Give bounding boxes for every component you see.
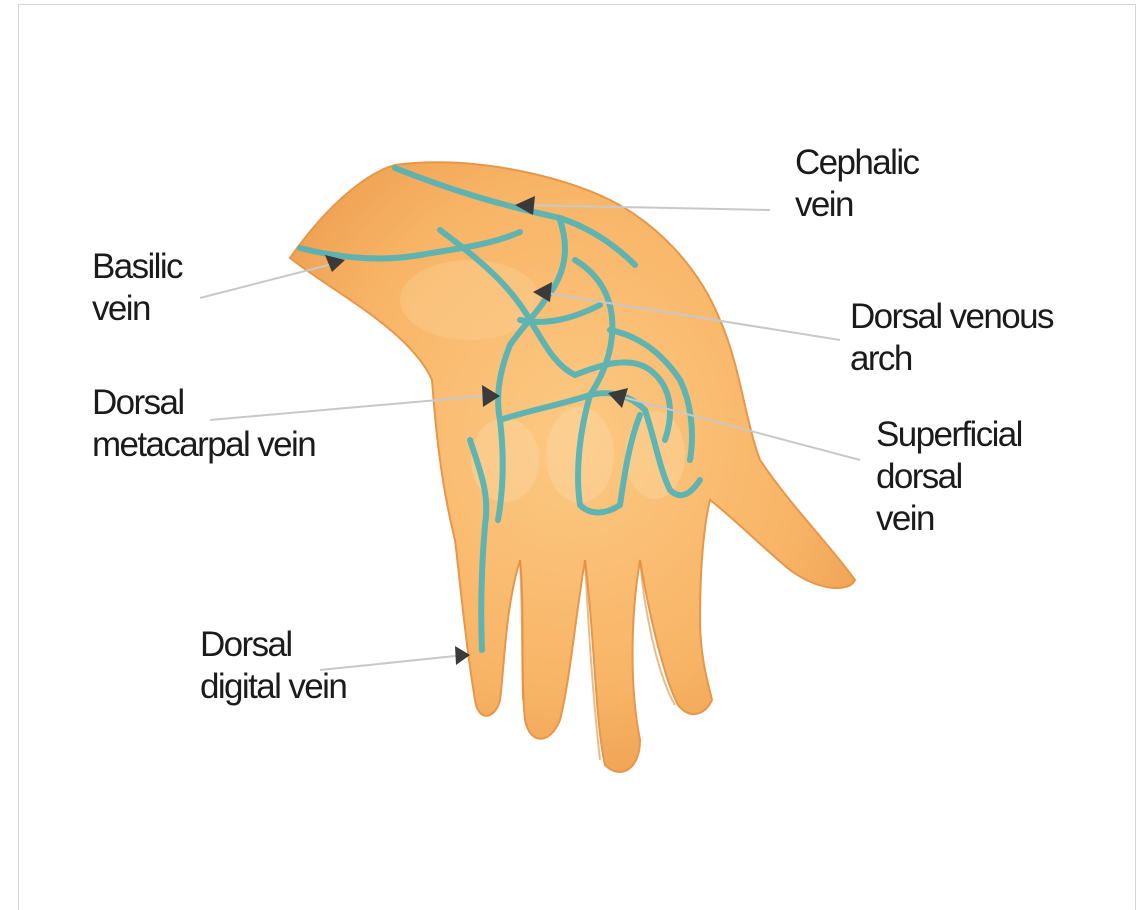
label-dorsal-venous-arch: Dorsal venous arch: [850, 296, 1053, 380]
label-cephalic-vein: Cephalic vein: [795, 142, 918, 226]
label-dorsal-metacarpal-vein: Dorsal metacarpal vein: [92, 382, 315, 466]
label-basilic-vein: Basilic vein: [92, 246, 182, 330]
label-superficial-dorsal-vein: Superficial dorsal vein: [876, 414, 1022, 540]
label-dorsal-digital-vein: Dorsal digital vein: [200, 624, 346, 708]
